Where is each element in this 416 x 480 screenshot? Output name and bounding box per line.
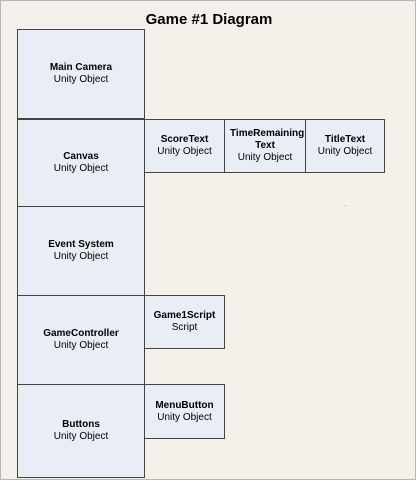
node-type: Unity Object xyxy=(53,163,109,174)
node-event-system[interactable]: Event System Unity Object xyxy=(17,206,145,296)
node-type: Unity Object xyxy=(53,74,109,85)
node-name: Canvas xyxy=(63,151,99,162)
node-time-remaining-text[interactable]: TimeRemaining Text Unity Object xyxy=(224,119,306,173)
node-name: Event System xyxy=(48,239,114,250)
node-type: Unity Object xyxy=(53,251,109,262)
diagram-title: Game #1 Diagram xyxy=(145,11,273,28)
node-type: Unity Object xyxy=(237,152,293,163)
node-title-text[interactable]: TitleText Unity Object xyxy=(305,119,385,173)
node-game1-script[interactable]: Game1Script Script xyxy=(144,295,225,349)
node-name: Game1Script xyxy=(153,310,216,321)
node-type: Unity Object xyxy=(317,146,373,157)
node-name: TitleText xyxy=(324,134,366,145)
node-menu-button[interactable]: MenuButton Unity Object xyxy=(144,384,225,439)
stray-dot xyxy=(345,205,346,206)
node-game-controller[interactable]: GameController Unity Object xyxy=(17,295,145,385)
node-name: Buttons xyxy=(62,419,100,430)
node-name: Main Camera xyxy=(49,62,113,73)
node-type: Unity Object xyxy=(157,411,212,423)
node-name: TimeRemaining Text xyxy=(230,128,305,151)
node-main-camera[interactable]: Main Camera Unity Object xyxy=(17,29,145,119)
node-name: ScoreText xyxy=(160,134,209,145)
node-type: Unity Object xyxy=(53,431,109,442)
node-type: Unity Object xyxy=(157,146,212,157)
node-type: Unity Object xyxy=(53,340,109,351)
node-score-text[interactable]: ScoreText Unity Object xyxy=(144,119,225,173)
node-buttons[interactable]: Buttons Unity Object xyxy=(17,384,145,478)
node-type: Script xyxy=(171,322,198,333)
node-name: GameController xyxy=(43,328,119,339)
node-name: MenuButton xyxy=(155,399,214,411)
node-canvas[interactable]: Canvas Unity Object xyxy=(17,119,145,207)
